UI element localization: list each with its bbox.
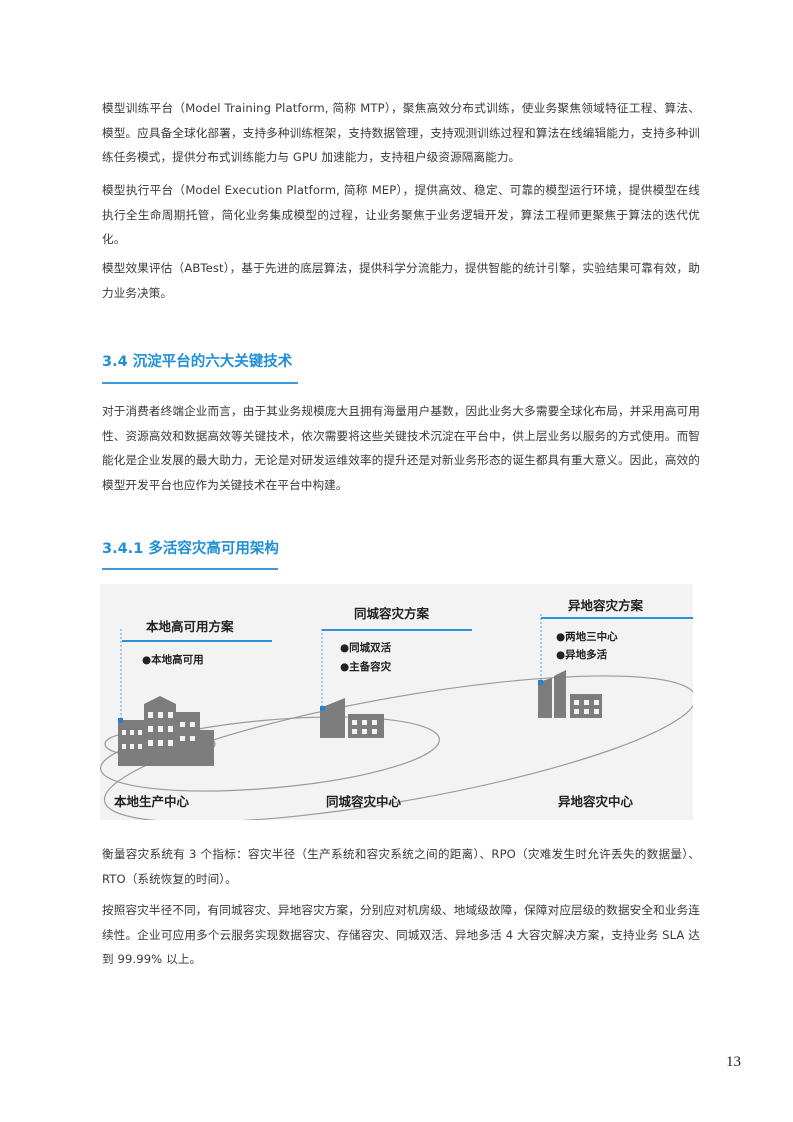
samecity-solution-item: ●主备容灾	[340, 661, 392, 673]
paragraph-intro: 对于消费者终端企业而言，由于其业务规模庞大且拥有海量用户基数，因此业务大多需要全…	[102, 404, 700, 492]
disaster-recovery-diagram: 本地高可用方案 ●本地高可用 同城容灾方案 ●同城双活 ●主备容灾 异地容灾方案…	[100, 584, 693, 820]
paragraph-mep: 模型执行平台（Model Execution Platform, 简称 MEP）…	[102, 183, 700, 246]
remote-solution-title: 异地容灾方案	[568, 598, 644, 613]
remote-solution-item: ●异地多活	[556, 649, 608, 661]
samecity-solution-title: 同城容灾方案	[354, 606, 430, 621]
local-solution-item: ●本地高可用	[142, 654, 204, 666]
paragraph-metrics: 衡量容灾系统有 3 个指标：容灾半径（生产系统和容灾系统之间的距离）、RPO（灾…	[102, 847, 700, 886]
building-icon	[538, 670, 602, 718]
remote-solution-rule	[541, 617, 693, 619]
paragraph-solutions: 按照容灾半径不同，有同城容灾、异地容灾方案，分别应对机房级、地域级故障，保障对应…	[102, 903, 700, 966]
samecity-center-label: 同城容灾中心	[326, 794, 402, 809]
subsection-heading: 3.4.1 多活容灾高可用架构	[102, 541, 279, 557]
heading-rule	[102, 382, 298, 384]
diagram-graphics	[100, 614, 693, 820]
samecity-solution-rule	[322, 629, 472, 631]
orbit-samecity	[100, 716, 440, 792]
orbit-remote	[103, 675, 693, 820]
building-icon	[320, 698, 384, 738]
section-heading: 3.4 沉淀平台的六大关键技术	[102, 354, 293, 370]
remote-center-label: 异地容灾中心	[558, 794, 634, 809]
local-solution-rule	[122, 640, 272, 642]
paragraph-abtest: 模型效果评估（ABTest），基于先进的底层算法，提供科学分流能力，提供智能的统…	[102, 261, 700, 300]
subheading-rule	[102, 568, 278, 570]
paragraph-mtp: 模型训练平台（Model Training Platform, 简称 MTP），…	[102, 101, 700, 164]
page-number: 13	[726, 1054, 741, 1070]
local-center-label: 本地生产中心	[114, 794, 190, 809]
local-solution-title: 本地高可用方案	[146, 619, 234, 634]
remote-solution-item: ●两地三中心	[556, 631, 618, 643]
samecity-solution-item: ●同城双活	[340, 642, 392, 654]
building-icon	[118, 696, 214, 766]
